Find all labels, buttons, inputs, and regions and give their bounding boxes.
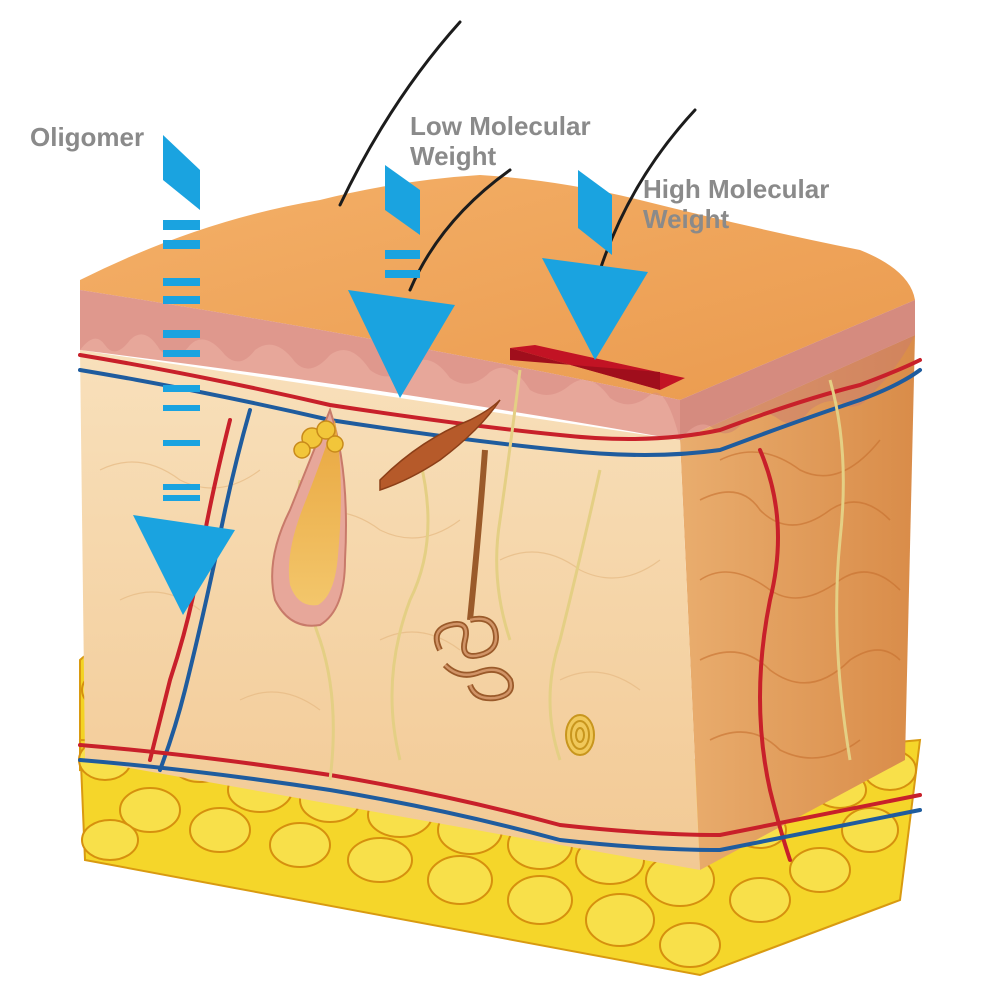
vein-upper xyxy=(78,368,922,457)
low-molecular-weight-label-line2: Weight xyxy=(410,141,497,171)
dermis-front-face xyxy=(80,350,700,870)
high-molecular-weight-label-line2: Weight xyxy=(643,204,730,234)
high-molecular-weight-arrow xyxy=(542,170,648,360)
oligomer-label: Oligomer xyxy=(30,122,144,152)
hair-follicle xyxy=(271,399,501,627)
dermis-side-face xyxy=(680,335,915,870)
artery-lower xyxy=(78,743,922,838)
low-molecular-weight-arrow xyxy=(348,165,455,398)
epidermis-ridges-side xyxy=(680,300,915,440)
blood-vessels xyxy=(78,353,922,862)
film-edge xyxy=(510,348,660,390)
pacinian-corpuscle xyxy=(565,714,595,756)
side-texture xyxy=(699,439,901,759)
vein-vertical-left xyxy=(158,408,252,772)
epidermis-ridges-front xyxy=(80,290,680,440)
high-molecular-weight-label-line1: High Molecular xyxy=(643,174,829,204)
oligomer-arrow xyxy=(133,135,235,615)
sebaceous-gland xyxy=(293,420,344,459)
skin-surface-top xyxy=(80,175,915,400)
nerve-fibers xyxy=(296,369,852,781)
vein-lower xyxy=(78,758,922,853)
sweat-gland-highlight xyxy=(435,617,513,700)
artery-vertical-left xyxy=(148,418,232,762)
artery-upper xyxy=(78,353,922,441)
artery-side xyxy=(758,448,792,862)
low-molecular-weight-label-line1: Low Molecular xyxy=(410,111,591,141)
arrector-pili-muscle xyxy=(379,399,501,492)
